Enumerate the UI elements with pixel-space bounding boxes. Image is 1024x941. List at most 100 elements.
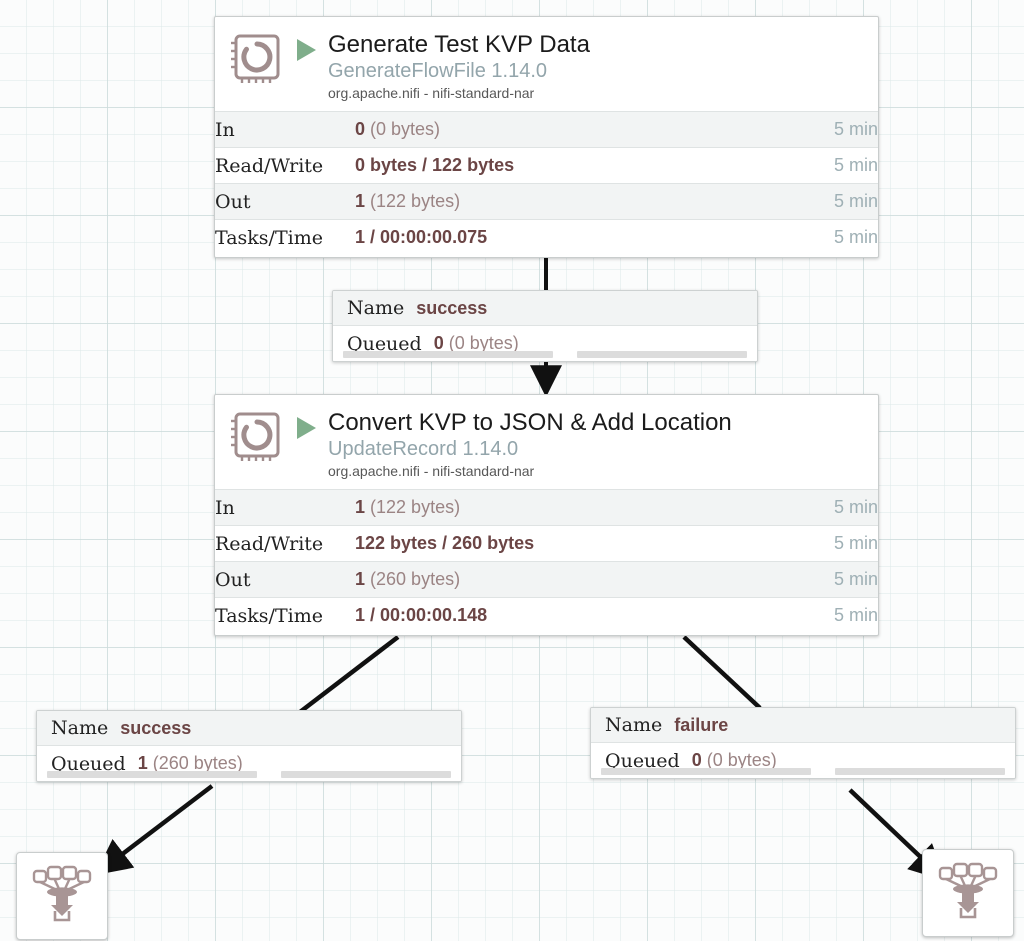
- funnel-node-left[interactable]: [16, 852, 108, 940]
- stat-value: 1 (122 bytes): [355, 489, 774, 526]
- queue-count-bar: [47, 771, 258, 778]
- table-row: Out 1 (260 bytes) 5 min: [215, 561, 878, 598]
- table-row: Read/Write 0 bytes / 122 bytes 5 min: [215, 147, 878, 184]
- connection-name-value: failure: [674, 714, 729, 735]
- connection-queued-value: 1 (260 bytes): [138, 753, 243, 774]
- processor-node-generate-test-kvp-data[interactable]: Generate Test KVP Data GenerateFlowFile …: [214, 16, 879, 258]
- edge-failure-to-funnel-right[interactable]: [848, 788, 946, 881]
- stat-value: 0 bytes / 122 bytes: [355, 147, 774, 184]
- stat-value: 1 / 00:00:00.075: [355, 219, 774, 256]
- processor-bundle: org.apache.nifi - nifi-standard-nar: [328, 85, 535, 101]
- connection-progress-bars: [591, 768, 1015, 775]
- table-row: Out 1 (122 bytes) 5 min: [215, 183, 878, 220]
- connection-queued-size: (0 bytes): [448, 333, 519, 353]
- run-status-play-icon[interactable]: [297, 39, 316, 61]
- stat-value-strong: 1 / 00:00:00.075: [355, 227, 488, 248]
- edge-convert-to-failure[interactable]: [682, 635, 762, 710]
- queue-size-bar: [577, 351, 747, 358]
- queue-count-bar: [343, 351, 554, 358]
- stat-value: 1 / 00:00:00.148: [355, 597, 774, 634]
- stat-label: Tasks/Time: [215, 597, 355, 634]
- connection-queued-count: 0: [691, 750, 702, 770]
- stat-label: Read/Write: [215, 147, 355, 184]
- bar-spacer: [257, 771, 281, 778]
- stat-label: Tasks/Time: [215, 219, 355, 256]
- processor-header: Convert KVP to JSON & Add Location Updat…: [215, 395, 878, 489]
- table-row: Tasks/Time 1 / 00:00:00.075 5 min: [215, 219, 878, 256]
- funnel-node-right[interactable]: [922, 849, 1014, 937]
- stat-value-strong: 1: [355, 497, 366, 517]
- processor-chip-icon: [229, 31, 285, 87]
- processor-type: UpdateRecord 1.14.0: [328, 438, 519, 460]
- processor-name: Generate Test KVP Data: [328, 31, 590, 58]
- funnel-icon: [31, 864, 93, 929]
- table-row: Read/Write 122 bytes / 260 bytes 5 min: [215, 525, 878, 562]
- stat-value-strong: 1: [355, 191, 366, 211]
- connection-name-label: Name: [51, 717, 109, 739]
- edge-convert-to-success[interactable]: [298, 635, 400, 714]
- stat-value-dim: (260 bytes): [370, 569, 461, 589]
- stat-value: 1 (122 bytes): [355, 183, 774, 220]
- table-row: In 0 (0 bytes) 5 min: [215, 111, 878, 148]
- processor-bundle: org.apache.nifi - nifi-standard-nar: [328, 463, 535, 479]
- connection-name-row: Name failure: [591, 708, 1015, 743]
- stat-time: 5 min: [774, 147, 878, 184]
- connection-queued-size: (260 bytes): [152, 753, 243, 773]
- processor-node-convert-kvp-to-json-add-location[interactable]: Convert KVP to JSON & Add Location Updat…: [214, 394, 879, 636]
- connection-progress-bars: [333, 351, 757, 358]
- stat-value-strong: 0 bytes / 122 bytes: [355, 155, 515, 175]
- bar-spacer: [553, 351, 577, 358]
- stat-time: 5 min: [774, 111, 878, 148]
- processor-name: Convert KVP to JSON & Add Location: [328, 409, 732, 436]
- connection-queued-label: Queued: [51, 752, 126, 775]
- queue-size-bar: [835, 768, 1005, 775]
- stat-label: In: [215, 111, 355, 148]
- stat-value-dim: (122 bytes): [370, 191, 461, 211]
- stat-label: In: [215, 489, 355, 526]
- stat-label: Read/Write: [215, 525, 355, 562]
- processor-chip-icon: [229, 409, 285, 465]
- processor-stats-table: In 1 (122 bytes) 5 min Read/Write 122 by…: [215, 489, 878, 634]
- connection-node-failure-bottom[interactable]: Name failure Queued 0 (0 bytes): [590, 707, 1016, 779]
- connection-node-success-bottom[interactable]: Name success Queued 1 (260 bytes): [36, 710, 462, 782]
- stat-time: 5 min: [774, 597, 878, 634]
- stat-value: 1 (260 bytes): [355, 561, 774, 598]
- edge-success-to-funnel-left[interactable]: [94, 784, 214, 876]
- connection-name-value: success: [416, 297, 488, 318]
- connection-queued-value: 0 (0 bytes): [434, 333, 519, 354]
- connection-queued-value: 0 (0 bytes): [692, 750, 777, 771]
- stat-value-strong: 122 bytes / 260 bytes: [355, 533, 535, 553]
- connection-name-row: Name success: [333, 291, 757, 326]
- connection-queued-size: (0 bytes): [706, 750, 777, 770]
- connection-name-label: Name: [605, 714, 663, 736]
- stat-value-strong: 1: [355, 569, 366, 589]
- stat-value-strong: 1 / 00:00:00.148: [355, 605, 488, 626]
- stat-time: 5 min: [774, 525, 878, 562]
- stat-label: Out: [215, 561, 355, 598]
- stat-time: 5 min: [774, 489, 878, 526]
- processor-type: GenerateFlowFile 1.14.0: [328, 60, 548, 82]
- connection-queued-label: Queued: [347, 332, 422, 355]
- table-row: In 1 (122 bytes) 5 min: [215, 489, 878, 526]
- stat-value-dim: (122 bytes): [370, 497, 461, 517]
- stat-value-dim: (0 bytes): [370, 119, 441, 139]
- stat-value: 0 (0 bytes): [355, 111, 774, 148]
- queue-count-bar: [601, 768, 812, 775]
- processor-text-block: Generate Test KVP Data GenerateFlowFile …: [328, 29, 868, 103]
- connection-queued-count: 1: [137, 753, 148, 773]
- table-row: Tasks/Time 1 / 00:00:00.148 5 min: [215, 597, 878, 634]
- processor-stats-table: In 0 (0 bytes) 5 min Read/Write 0 bytes …: [215, 111, 878, 256]
- run-status-play-icon[interactable]: [297, 417, 316, 439]
- connection-progress-bars: [37, 771, 461, 778]
- queue-size-bar: [281, 771, 451, 778]
- processor-text-block: Convert KVP to JSON & Add Location Updat…: [328, 407, 868, 481]
- funnel-icon: [937, 861, 999, 926]
- stat-time: 5 min: [774, 561, 878, 598]
- connection-node-success-top[interactable]: Name success Queued 0 (0 bytes): [332, 290, 758, 362]
- bar-spacer: [811, 768, 835, 775]
- connection-name-value: success: [120, 717, 192, 738]
- processor-header: Generate Test KVP Data GenerateFlowFile …: [215, 17, 878, 111]
- stat-value: 122 bytes / 260 bytes: [355, 525, 774, 562]
- connection-queued-count: 0: [433, 333, 444, 353]
